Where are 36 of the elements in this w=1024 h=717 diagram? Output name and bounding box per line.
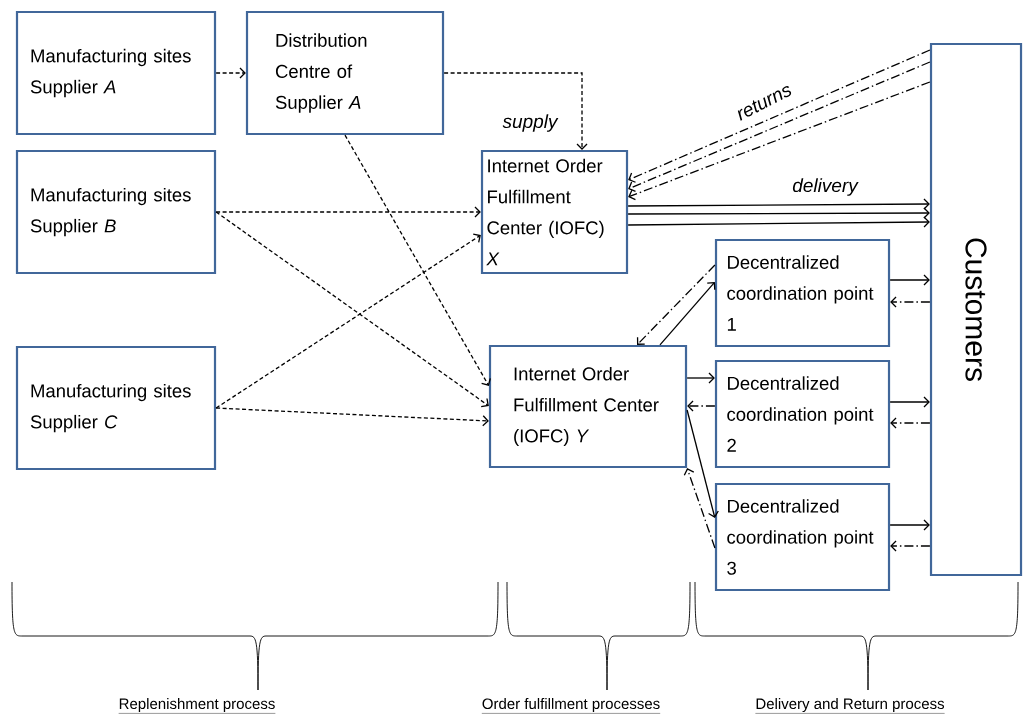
customers-box: Customers: [929, 42, 1023, 577]
arrow: [443, 72, 588, 150]
process-box: Decentralized coordination point 1: [714, 238, 891, 348]
process-box: Internet Order Fulfillment Center (IOFC) Y: [488, 344, 688, 469]
arrow: [686, 409, 719, 518]
process-box: Manufacturing sites Supplier A: [15, 10, 217, 136]
arrow: [627, 216, 930, 228]
arrow: [215, 206, 481, 218]
section-label: Replenishment process: [118, 698, 276, 714]
arrow: [215, 407, 489, 427]
arrow: [890, 296, 931, 308]
arrow: [683, 468, 716, 549]
arrow: [627, 207, 930, 219]
arrow: [889, 396, 930, 408]
arrow: [890, 540, 931, 552]
process-box: Internet Order Fulfillment Center (IOFC) X: [480, 149, 629, 275]
process-box: Decentralized coordination point 2: [714, 359, 891, 469]
arrow: [627, 198, 930, 210]
arrow: [686, 372, 715, 384]
section-label: Order fulfillment processes: [481, 698, 661, 714]
arrow: [636, 264, 716, 345]
arrow: [889, 274, 930, 286]
edge-label: delivery: [791, 177, 859, 197]
section-label: Delivery and Return process: [755, 698, 945, 714]
arrow: [628, 81, 931, 201]
process-box: Decentralized coordination point 3: [714, 482, 891, 592]
arrow: [659, 282, 716, 346]
arrow: [890, 417, 931, 429]
process-box: Distribution Centre of Supplier A: [245, 10, 445, 136]
arrow: [344, 134, 491, 386]
edge-label: supply: [501, 113, 559, 133]
arrow: [215, 67, 246, 79]
arrow: [687, 400, 716, 412]
arrow: [889, 519, 930, 531]
process-box: Manufacturing sites Supplier C: [15, 345, 217, 471]
process-box: Manufacturing sites Supplier B: [15, 149, 217, 275]
